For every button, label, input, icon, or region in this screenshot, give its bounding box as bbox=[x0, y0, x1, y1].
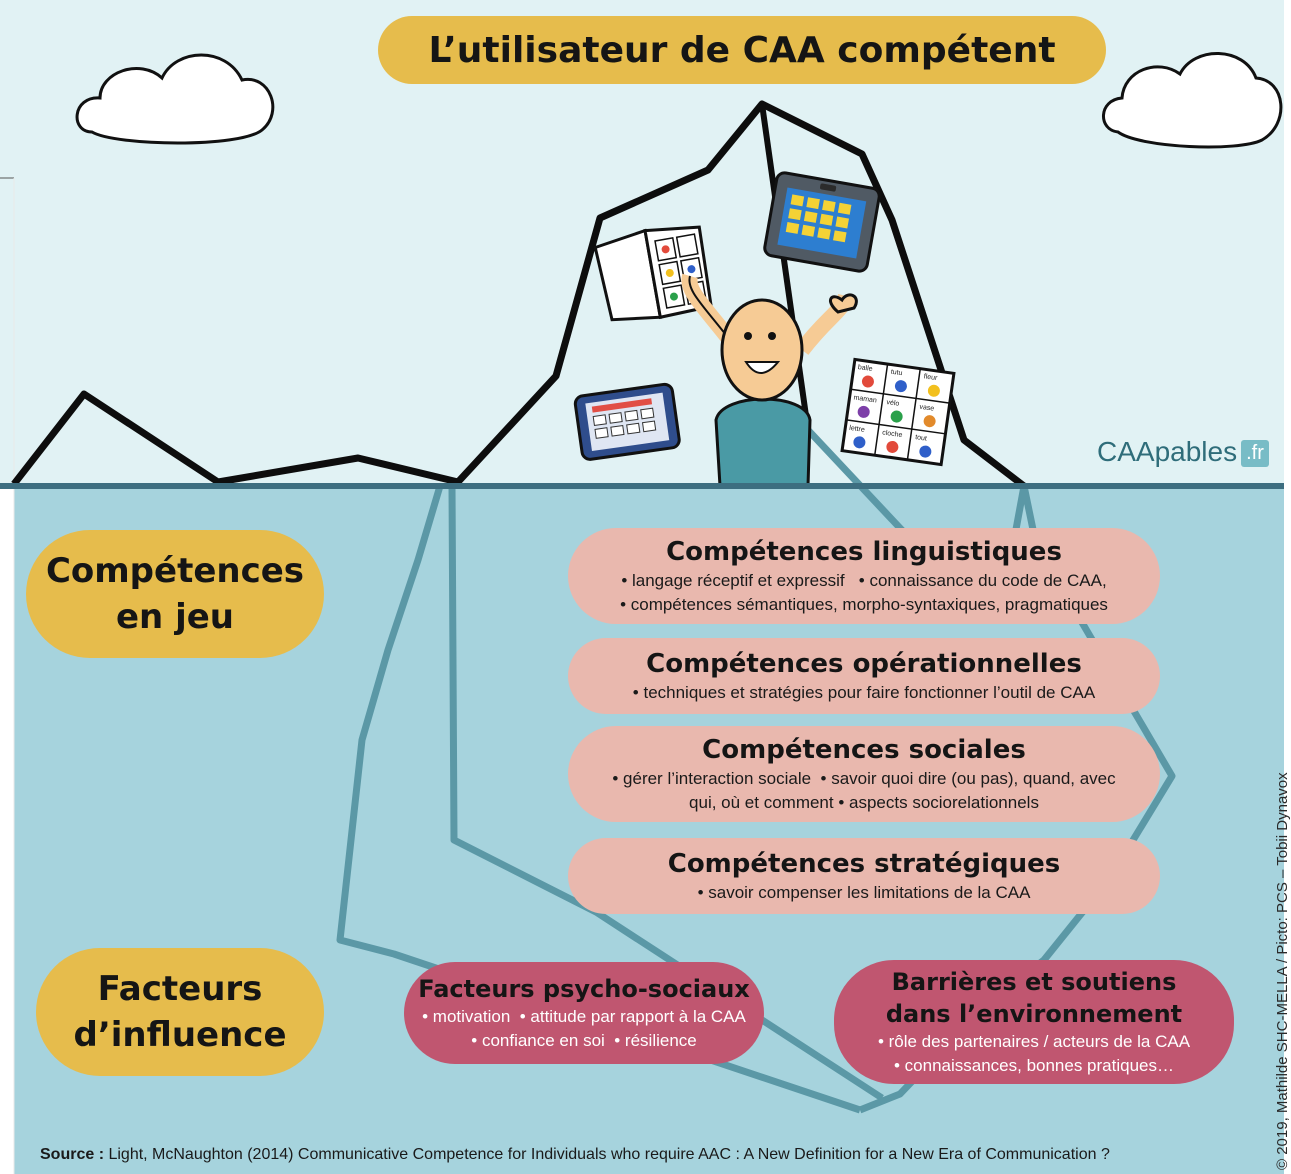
picture-board-word: balle bbox=[857, 364, 873, 373]
competence-detail: qui, où et comment • aspects sociorelati… bbox=[689, 793, 1039, 812]
competence-detail: • langage réceptif et expressif • connai… bbox=[621, 571, 1107, 590]
picture-board-symbol bbox=[927, 384, 940, 397]
competence-title: Compétences stratégiques bbox=[667, 849, 1061, 879]
section-label-line: Compétences bbox=[45, 551, 305, 591]
speech-tablet-icon bbox=[573, 382, 681, 461]
picture-board-symbol bbox=[886, 440, 899, 453]
picture-board-symbol bbox=[890, 410, 903, 423]
competence-title: Compétences linguistiques bbox=[666, 537, 1062, 567]
copyright-notice: © 2019, Mathilde SHC-MELLA / Picto: PCS … bbox=[1274, 772, 1291, 1170]
competence-title: Compétences opérationnelles bbox=[646, 649, 1082, 679]
facteur-detail: • rôle des partenaires / acteurs de la C… bbox=[877, 1032, 1191, 1051]
competence-box-linguistiques: Compétences linguistiques • langage réce… bbox=[568, 528, 1160, 624]
competence-box-sociales: Compétences sociales • gérer l’interacti… bbox=[568, 726, 1160, 822]
page-title: L’utilisateur de CAA compétent bbox=[428, 29, 1056, 71]
competence-detail: • compétences sémantiques, morpho-syntax… bbox=[620, 595, 1108, 614]
section-label-competences: Compétences en jeu bbox=[26, 530, 324, 658]
cloud-right-icon bbox=[1102, 52, 1283, 149]
tablet-device-icon bbox=[763, 171, 881, 273]
picture-board-word: vélo bbox=[886, 399, 900, 408]
iceberg-underwater-outline-left bbox=[336, 485, 862, 1114]
aac-user-character bbox=[681, 273, 858, 488]
picture-board-word: cloche bbox=[882, 429, 903, 439]
section-label-line: Facteurs bbox=[97, 969, 263, 1009]
picture-board-word: lettre bbox=[849, 425, 865, 434]
facteur-box-psycho-sociaux: Facteurs psycho-sociaux • motivation • a… bbox=[404, 962, 764, 1064]
competence-detail: • gérer l’interaction sociale • savoir q… bbox=[612, 769, 1116, 788]
brand-tld: .fr bbox=[1241, 440, 1269, 468]
picture-board-word: fleur bbox=[923, 373, 938, 382]
picture-board-word: tout bbox=[915, 434, 928, 443]
picture-board-word: maman bbox=[853, 394, 877, 404]
competence-detail: • techniques et stratégies pour faire fo… bbox=[632, 683, 1096, 702]
facteur-title: dans l’environnement bbox=[885, 1000, 1183, 1028]
source-text: Light, McNaughton (2014) Communicative C… bbox=[104, 1146, 1110, 1163]
picture-board-symbol bbox=[923, 415, 936, 428]
competence-detail: • savoir compenser les limitations de la… bbox=[697, 883, 1031, 902]
picture-board-icon: balle tutu fleur maman vélo vase lettre cloche t… bbox=[840, 357, 956, 467]
section-label-line: en jeu bbox=[115, 597, 235, 637]
picture-board-symbol bbox=[919, 445, 932, 458]
facteur-title: Facteurs psycho-sociaux bbox=[418, 975, 750, 1003]
facteur-title: Barrières et soutiens bbox=[891, 968, 1177, 996]
section-label-line: d’influence bbox=[73, 1015, 287, 1055]
picture-board-symbol bbox=[894, 380, 907, 393]
picture-board-symbol bbox=[861, 375, 874, 388]
title-banner: L’utilisateur de CAA compétent bbox=[378, 16, 1106, 84]
competence-title: Compétences sociales bbox=[702, 735, 1026, 765]
iceberg-ridge bbox=[759, 103, 811, 431]
competence-box-operationnelles: Compétences opérationnelles • techniques… bbox=[568, 638, 1160, 714]
picture-board-symbol bbox=[853, 436, 866, 449]
iceberg-tip-outline bbox=[11, 100, 1027, 489]
cloud-left-icon bbox=[75, 53, 275, 145]
competence-box-strategiques: Compétences stratégiques • savoir compen… bbox=[568, 838, 1160, 914]
brand-name: CAApables bbox=[1097, 436, 1238, 467]
facteur-detail: • motivation • attitude par rapport à la… bbox=[422, 1007, 746, 1026]
source-label: Source : bbox=[40, 1146, 105, 1163]
picture-board-symbol bbox=[857, 405, 870, 418]
source-citation: Source : Light, McNaughton (2014) Commun… bbox=[40, 1146, 1110, 1164]
communication-book-icon bbox=[593, 225, 713, 322]
section-label-facteurs: Facteurs d’influence bbox=[36, 948, 324, 1076]
facteur-detail: • connaissances, bonnes pratiques… bbox=[893, 1056, 1174, 1075]
brand-logo: CAApables.fr bbox=[1097, 436, 1269, 468]
facteur-box-environnement: Barrières et soutiens dans l’environneme… bbox=[834, 960, 1234, 1084]
facteur-detail: • confiance en soi • résilience bbox=[471, 1031, 697, 1050]
picture-board-word: vase bbox=[919, 404, 935, 413]
picture-board-word: tutu bbox=[890, 369, 903, 378]
